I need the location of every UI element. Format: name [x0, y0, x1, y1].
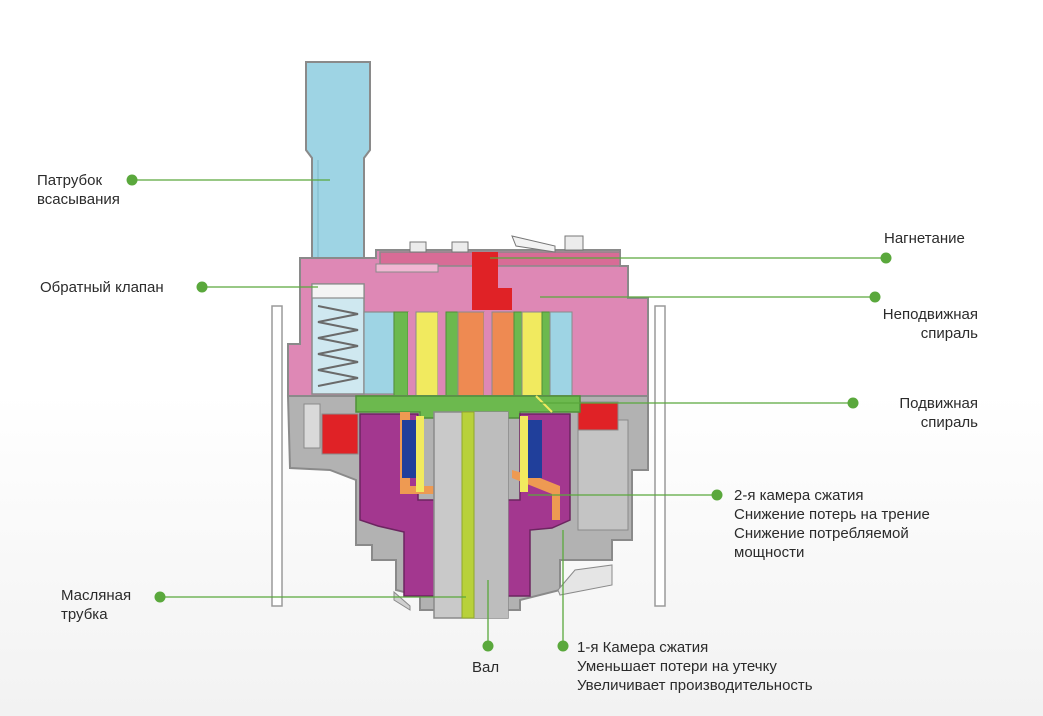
label-shaft: Вал: [472, 659, 500, 676]
oil-tube: [461, 411, 475, 619]
label-suction-pipe: Патрубок всасывания: [37, 172, 120, 208]
label-fixed-scroll: Неподвижная спираль: [882, 306, 978, 342]
label-first-chamber: 1-я Камера сжатия Уменьшает потери на ут…: [577, 639, 813, 694]
label-check-valve: Обратный клапан: [40, 279, 164, 296]
suction-pipe: [305, 61, 371, 283]
label-oil-tube: Масляная трубка: [61, 587, 132, 623]
label-orbiting-scroll: Подвижная спираль: [899, 395, 978, 431]
label-discharge: Нагнетание: [884, 230, 965, 247]
scroll-wraps: [393, 311, 573, 397]
compressor-shell: [271, 305, 666, 607]
discharge-port: [472, 252, 512, 310]
check-valve: [311, 283, 395, 395]
bearings: [359, 412, 571, 597]
discharge-valves: [321, 401, 619, 455]
leader-lines: [126, 174, 892, 652]
label-second-chamber: 2-я камера сжатия Снижение потерь на тре…: [734, 487, 930, 561]
